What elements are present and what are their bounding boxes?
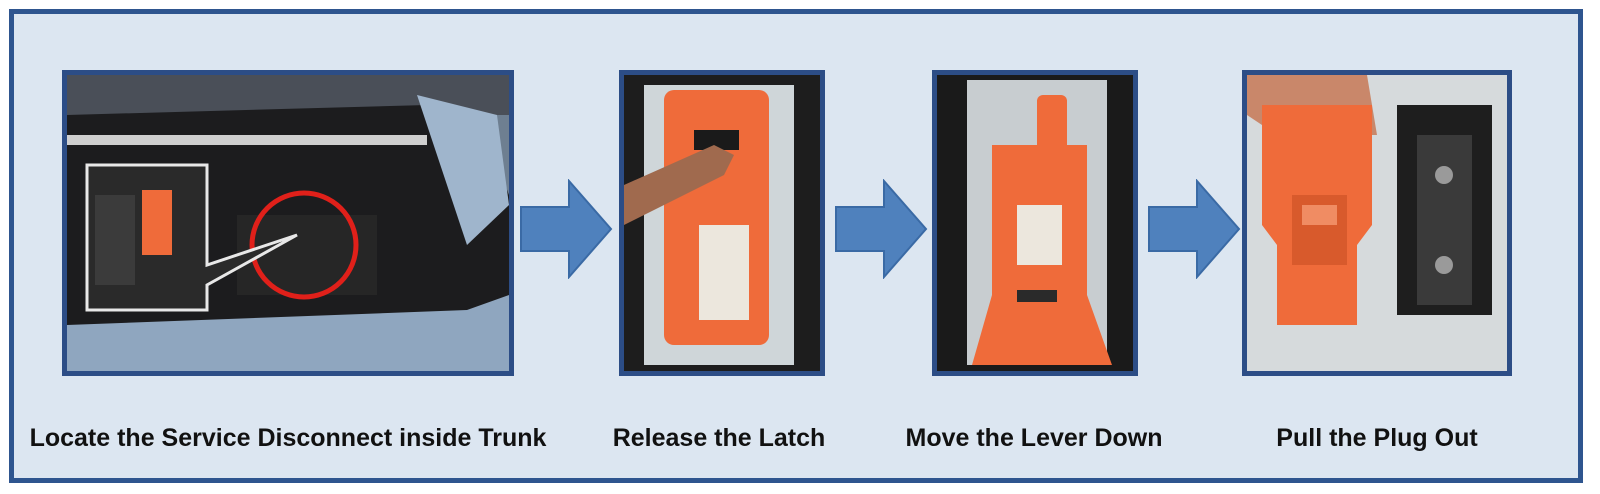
- arrow-right-icon: [834, 179, 929, 279]
- step-3-caption: Move the Lever Down: [889, 424, 1179, 453]
- arrow-right-icon: [519, 179, 614, 279]
- arrow-right-icon: [1147, 179, 1242, 279]
- instruction-panel: Locate the Service Disconnect inside Tru…: [9, 9, 1583, 483]
- step-2-caption: Release the Latch: [599, 424, 839, 453]
- lever-photo: [932, 70, 1138, 376]
- step-4-caption: Pull the Plug Out: [1252, 424, 1502, 453]
- trunk-photo: [62, 70, 514, 376]
- step-1-caption: Locate the Service Disconnect inside Tru…: [16, 424, 560, 453]
- latch-photo: [619, 70, 825, 376]
- plug-photo: [1242, 70, 1512, 376]
